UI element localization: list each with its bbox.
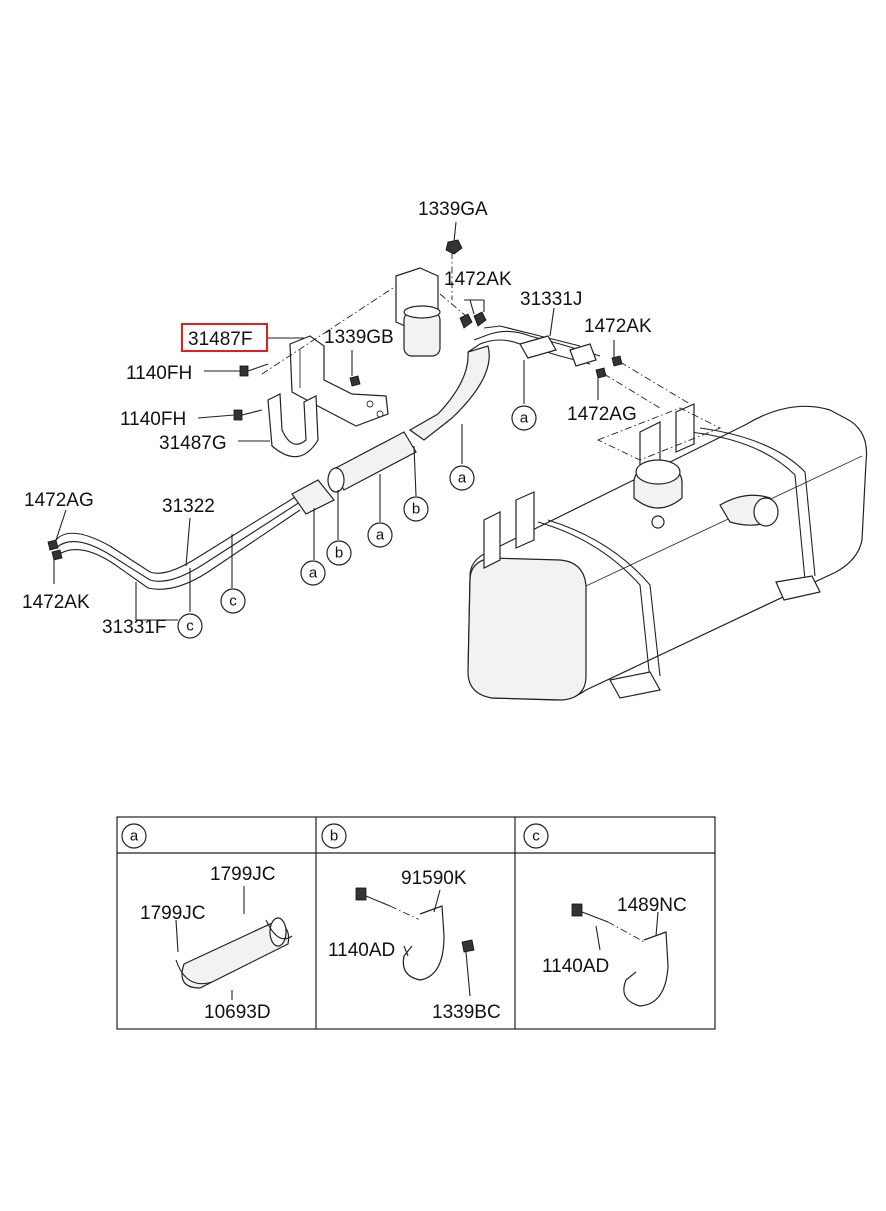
label-1489nc: 1489NC	[617, 895, 687, 916]
fuel-tank	[467, 403, 868, 701]
label-1799jc-lower: 1799JC	[140, 903, 206, 924]
hose-10693d	[175, 886, 293, 1000]
leader-dashes	[261, 285, 691, 409]
callout-a-1: a	[511, 405, 537, 431]
label-1140fh-upper: 1140FH	[126, 363, 192, 384]
leader-lines	[53, 221, 615, 621]
label-1472ag-right: 1472AG	[567, 404, 637, 425]
callout-b-1: b	[403, 496, 429, 522]
callout-a-4: a	[300, 560, 326, 586]
label-10693d: 10693D	[204, 1002, 271, 1023]
svg-text:b: b	[330, 828, 338, 845]
label-31331f: 31331F	[102, 617, 166, 638]
clamp-31487g	[267, 393, 319, 458]
svg-text:a: a	[309, 565, 318, 582]
label-1472ag-left: 1472AG	[24, 490, 94, 511]
label-1140ad-c: 1140AD	[542, 956, 609, 977]
callout-a-2: a	[449, 465, 475, 491]
clip-1489nc	[571, 903, 669, 1007]
svg-text:c: c	[532, 828, 540, 845]
svg-text:a: a	[376, 527, 385, 544]
label-91590k: 91590K	[401, 868, 467, 889]
label-31322: 31322	[162, 496, 215, 517]
label-1339bc: 1339BC	[432, 1002, 501, 1023]
label-31487f[interactable]: 31487F	[188, 329, 252, 350]
callout-c-1: c	[220, 588, 246, 614]
svg-text:a: a	[520, 410, 529, 427]
bolt-1140fh-lower	[233, 409, 263, 421]
svg-text:b: b	[412, 501, 420, 518]
highlight-box-31487f	[181, 323, 268, 352]
label-31331j: 31331J	[520, 289, 582, 310]
label-1472ak-left: 1472AK	[22, 592, 90, 613]
table-header-b: b	[321, 823, 347, 849]
table-header-c: c	[523, 823, 549, 849]
detail-table: a b c 1799JC 1799JC 10693D 91590K 1	[116, 816, 716, 1030]
label-1472ak-right: 1472AK	[584, 316, 652, 337]
label-1140fh-lower: 1140FH	[120, 409, 186, 430]
label-1140ad-b: 1140AD	[328, 940, 395, 961]
svg-text:a: a	[130, 828, 139, 845]
table-header-a: a	[121, 823, 147, 849]
label-1472ak-top: 1472AK	[444, 269, 512, 290]
label-1339ga: 1339GA	[418, 199, 488, 220]
label-1339gb: 1339GB	[324, 327, 394, 348]
callout-a-3: a	[367, 522, 393, 548]
svg-text:c: c	[229, 593, 237, 610]
bolt-1140fh-upper	[239, 363, 269, 377]
fuel-filter-assembly	[395, 239, 487, 357]
svg-text:c: c	[186, 618, 194, 635]
label-1799jc-upper: 1799JC	[210, 864, 276, 885]
callout-c-2: c	[177, 613, 203, 639]
fuel-lines	[47, 325, 623, 590]
svg-text:b: b	[335, 545, 343, 562]
callout-b-2: b	[326, 540, 352, 566]
label-31487g: 31487G	[159, 433, 227, 454]
clip-91590k	[355, 887, 475, 997]
svg-text:a: a	[458, 470, 467, 487]
